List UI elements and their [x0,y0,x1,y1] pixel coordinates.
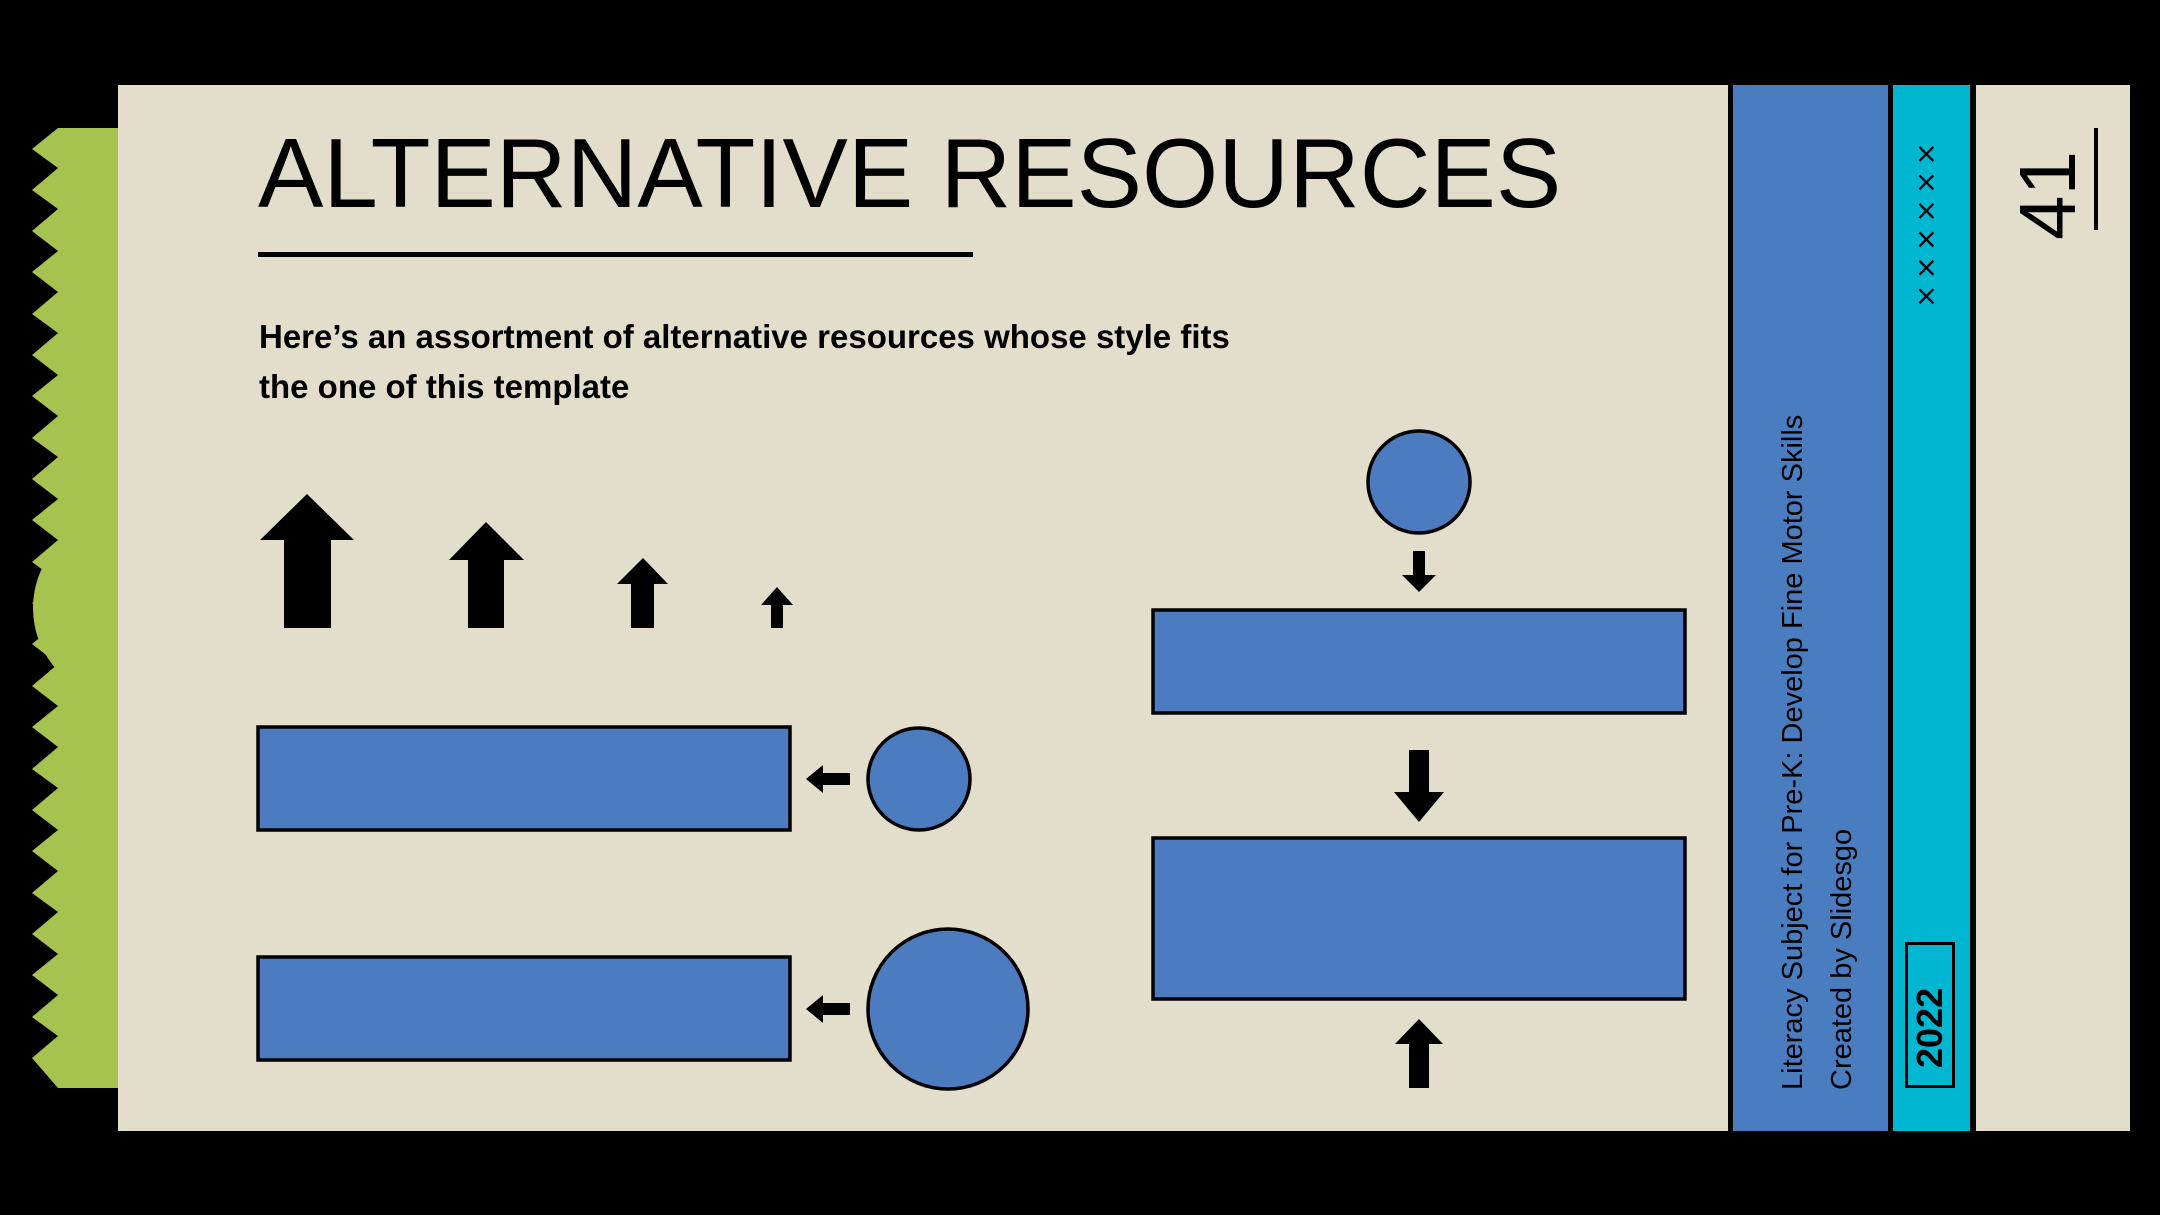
circle-shape [866,726,972,832]
circle-shape [1366,429,1472,535]
circle-shape [866,927,1030,1091]
year-text: 2022 [1909,987,1950,1068]
slide-number-rule [2094,128,2098,230]
slide-number: 41 [2003,151,2092,240]
rectangle-shape [256,955,792,1062]
blue-stripe [1733,85,1888,1131]
page-title: ALTERNATIVE RESOURCES [258,118,1562,228]
end-paper-strip [1976,85,2130,1131]
arrow-up-icon [617,558,668,628]
arrow-up-icon [761,587,793,628]
rectangle-shape [1151,836,1687,1001]
arrow-down-icon [1402,551,1436,592]
rectangle-shape [256,725,792,832]
rectangle-shape [1151,608,1687,715]
arrow-down-icon [1394,750,1444,822]
arrow-up-icon [260,494,354,628]
footer-subject-text: Literacy Subject for Pre-K: Develop Fine… [1777,414,1809,1090]
arrow-up-icon [449,522,524,628]
title-underline [258,252,973,257]
arrow-left-icon [806,765,850,793]
arrow-up-icon [1395,1019,1443,1088]
year-badge [1905,942,1955,1088]
footer-credit-text: Created by Slidesgo [1826,828,1858,1090]
cross-marks: ×××××× [1909,137,1942,308]
subtitle-text: Here’s an assortment of alternative reso… [259,318,1230,405]
arrow-left-icon [806,995,850,1023]
